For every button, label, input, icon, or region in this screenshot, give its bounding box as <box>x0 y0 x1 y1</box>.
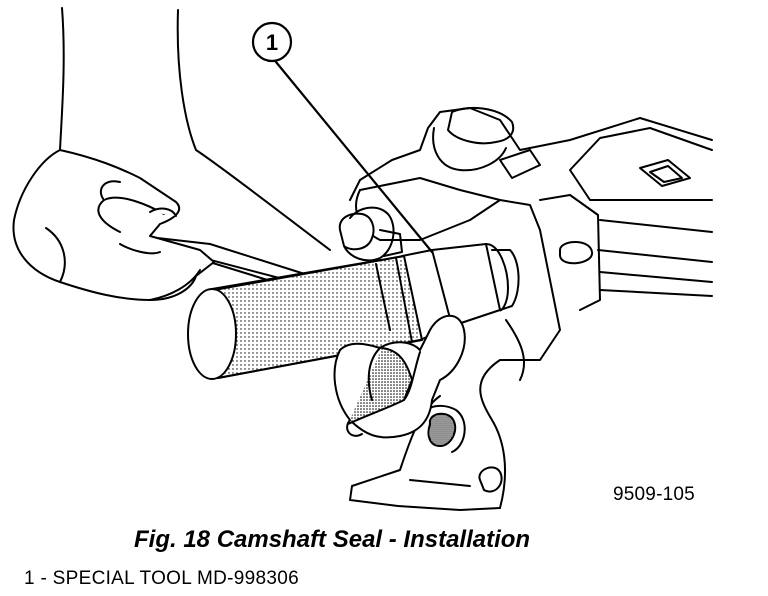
figure-caption: Fig. 18 Camshaft Seal - Installation <box>134 526 531 553</box>
sleeve-outline-left <box>59 7 65 151</box>
callout-number: 1 <box>266 30 278 55</box>
figure-code: 9509-105 <box>613 484 695 505</box>
left-hand <box>12 149 215 301</box>
callout-leader <box>274 60 434 254</box>
camshaft-bolt <box>338 206 403 262</box>
legend-item-1: 1 - SPECIAL TOOL MD-998306 <box>24 568 299 589</box>
callout-circle <box>251 21 293 63</box>
sleeve-outline-right <box>176 9 331 251</box>
right-hand <box>333 314 466 439</box>
